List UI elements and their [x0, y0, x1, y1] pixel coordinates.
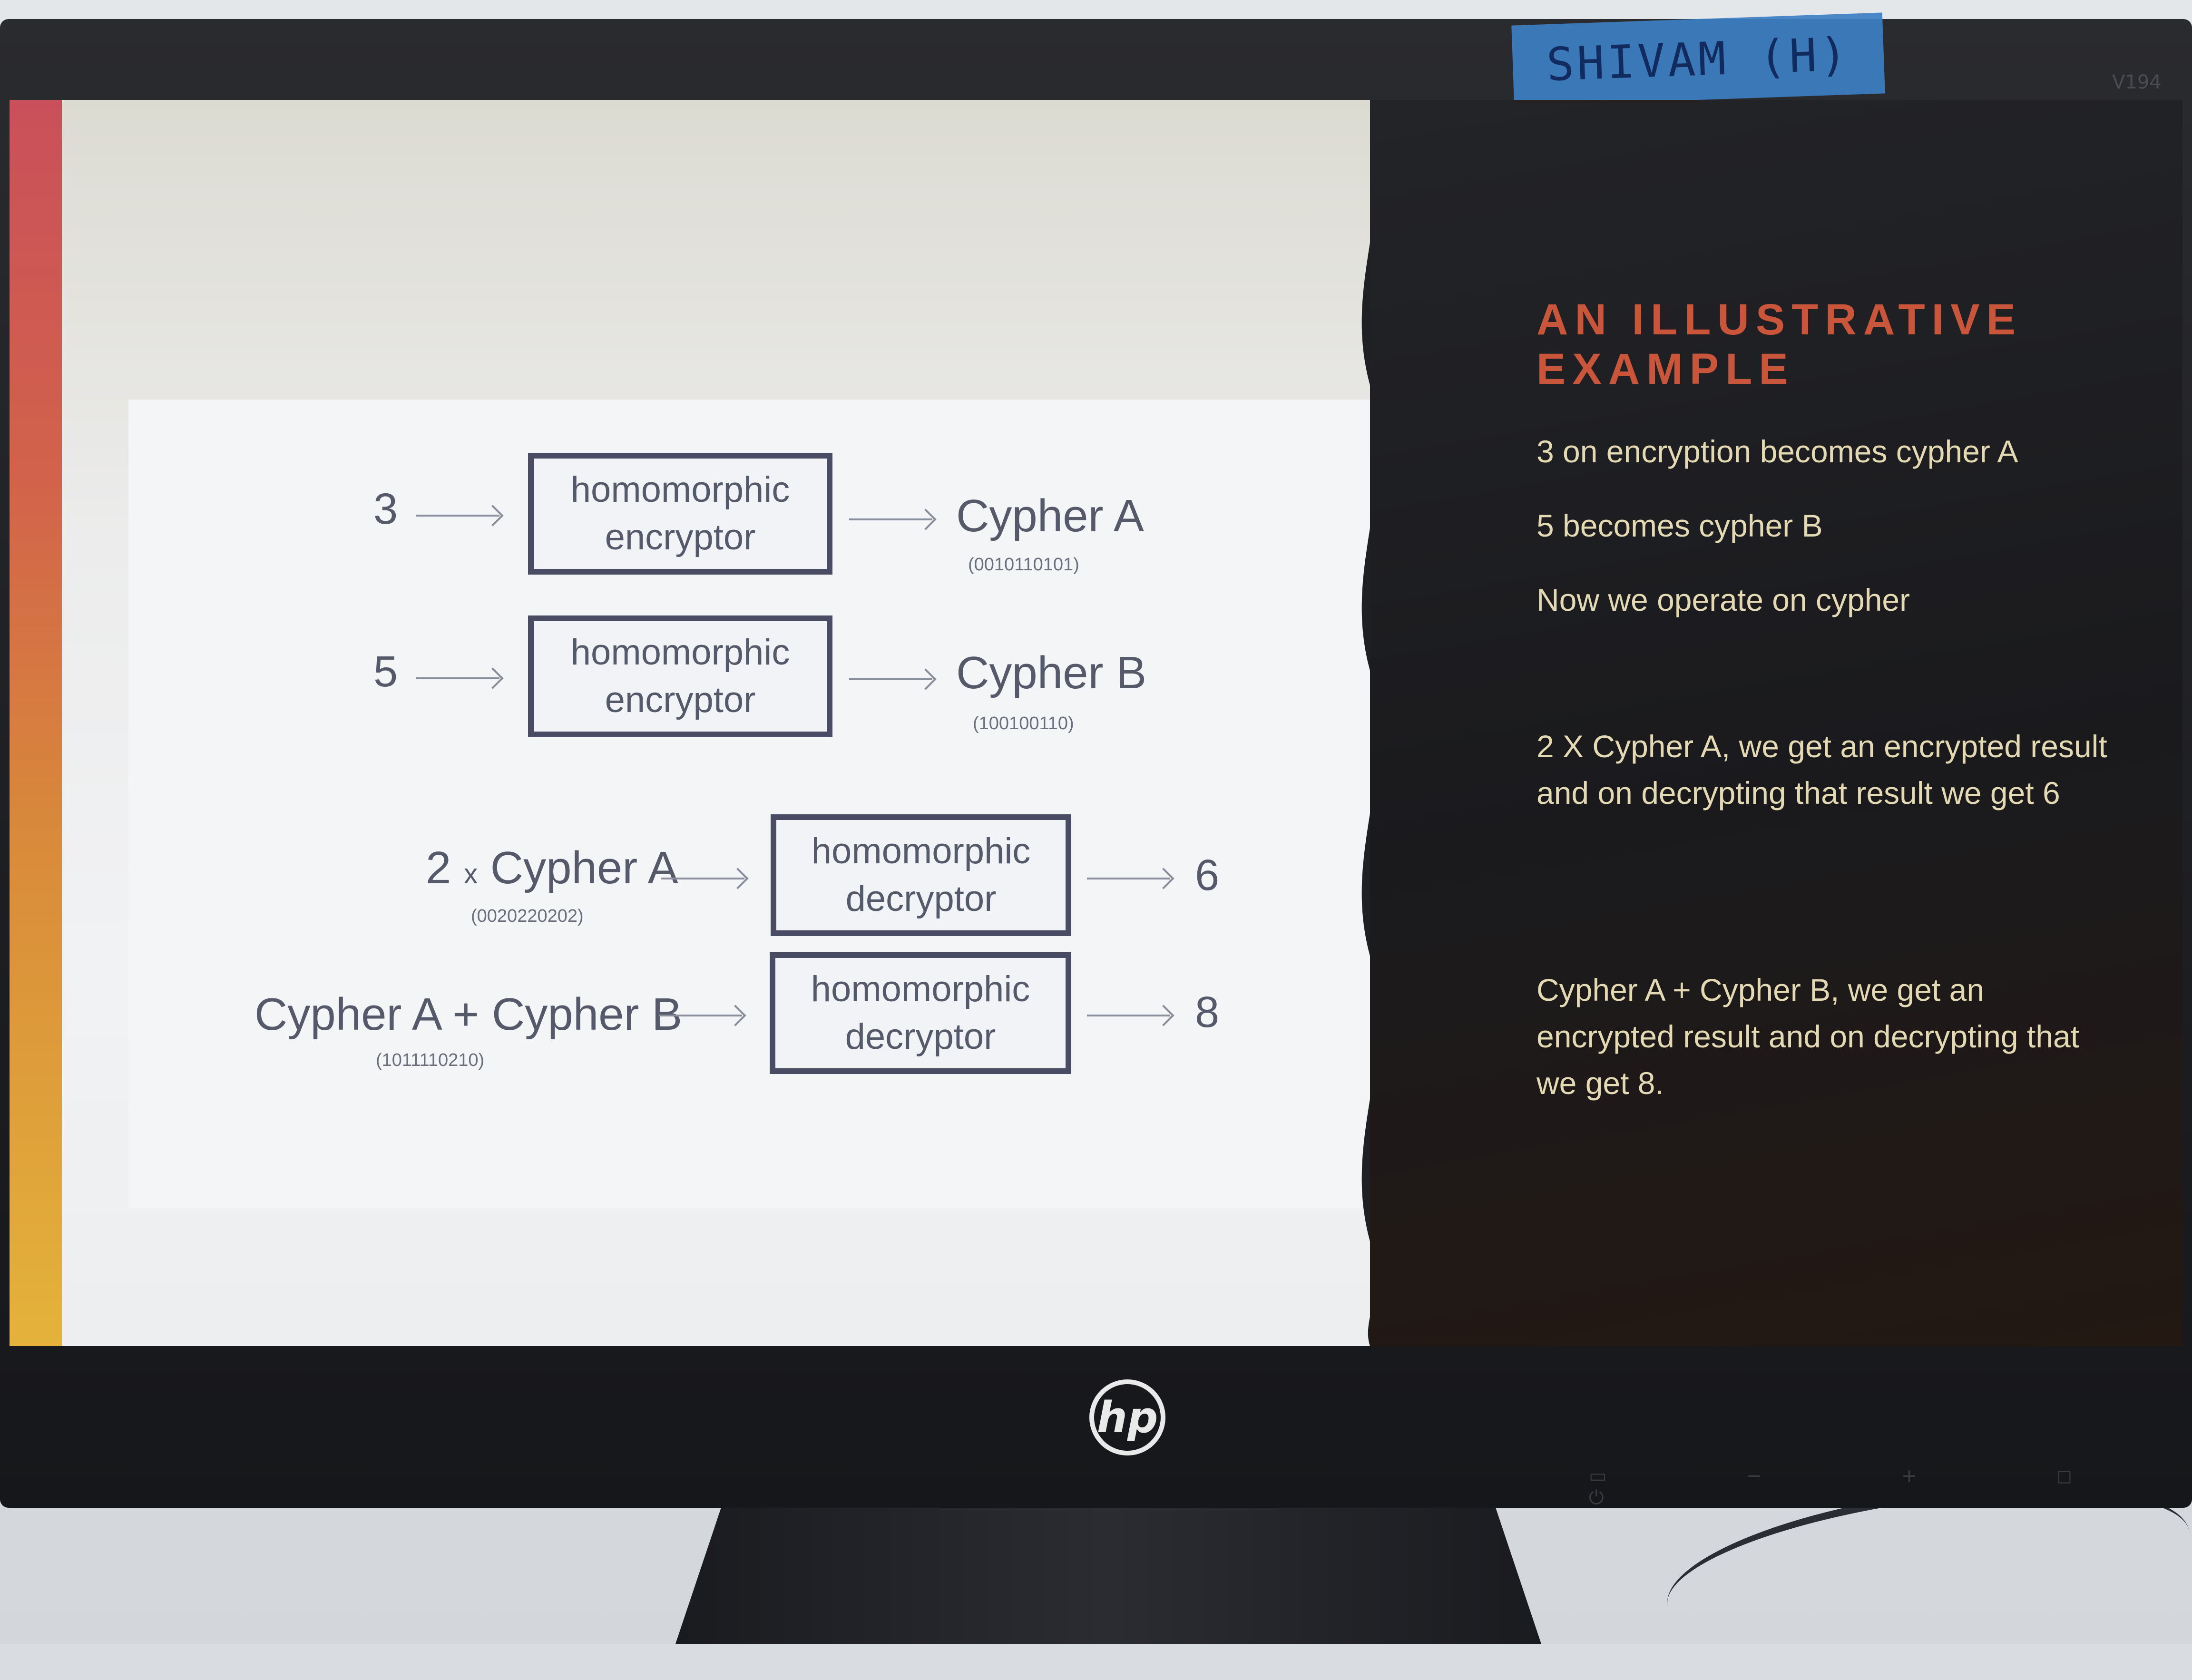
box-label-line2: decryptor [845, 1016, 996, 1057]
name-tape: SHIVAM (H) [1511, 12, 1885, 107]
arrow [416, 515, 499, 517]
arrow [849, 678, 932, 680]
slide-right-pane [1370, 100, 2182, 1346]
decryptor-box-1: homomorphic decryptor [771, 814, 1071, 936]
box-label-line1: homomorphic [811, 831, 1031, 871]
arrow [849, 518, 932, 520]
product-code: (0020220202) [471, 906, 584, 926]
encryptor-box-2: homomorphic encryptor [528, 615, 832, 737]
arrow [661, 878, 744, 879]
times-sign: x [464, 859, 478, 889]
box-label-line2: encryptor [605, 517, 756, 557]
monitor-screen [10, 100, 2182, 1346]
output-8: 8 [1195, 988, 1220, 1036]
box-label-line1: homomorphic [811, 969, 1030, 1009]
cypher-sum-label: Cypher A + Cypher B [254, 989, 683, 1040]
slide-title: AN ILLUSTRATIVE EXAMPLE [1536, 295, 2022, 393]
bullet-3: Now we operate on cypher [1536, 582, 1910, 617]
box-label-line2: encryptor [605, 680, 756, 720]
sum-code: (1011110210) [376, 1050, 485, 1070]
box-label-line2: decryptor [845, 879, 997, 919]
cypher-b-label: Cypher B [956, 647, 1147, 698]
box-label-line1: homomorphic [570, 469, 790, 510]
cypher-a-code: (0010110101) [968, 555, 1079, 575]
two-times-cypher-a: 2 x Cypher A [426, 842, 678, 894]
input-5: 5 [373, 647, 398, 696]
bullet-2: 5 becomes cypher B [1536, 508, 1823, 543]
arrow [1087, 878, 1170, 879]
input-3: 3 [373, 485, 398, 533]
bullet-1: 3 on encryption becomes cypher A [1536, 434, 2018, 469]
model-label: V194 [2112, 71, 2162, 93]
multiplier: 2 [426, 842, 451, 893]
monitor-stand [675, 1489, 1541, 1644]
box-label-line1: homomorphic [570, 632, 790, 673]
brand-text: hp [1096, 1392, 1158, 1443]
arrow [1087, 1015, 1170, 1016]
accent-strip [10, 100, 62, 1346]
encryptor-box-1: homomorphic encryptor [528, 453, 832, 575]
tape-label: SHIVAM (H) [1546, 27, 1851, 92]
monitor-buttons[interactable]: ▭ − + ◻ ⏻ [1589, 1465, 2139, 1509]
decryptor-box-2: homomorphic decryptor [770, 952, 1071, 1074]
bullet-4: 2 X Cypher A, we get an encrypted result… [1536, 729, 2107, 811]
cypher-a-label: Cypher A [956, 490, 1144, 541]
arrow [659, 1015, 742, 1016]
hp-logo: hp [1089, 1379, 1165, 1455]
bullet-5: Cypher A + Cypher B, we get an encrypted… [1536, 972, 2080, 1101]
arrow [416, 677, 499, 679]
output-6: 6 [1195, 851, 1220, 899]
cypher-b-code: (100100110) [973, 713, 1074, 733]
cypher-a-operand: Cypher A [490, 842, 678, 893]
